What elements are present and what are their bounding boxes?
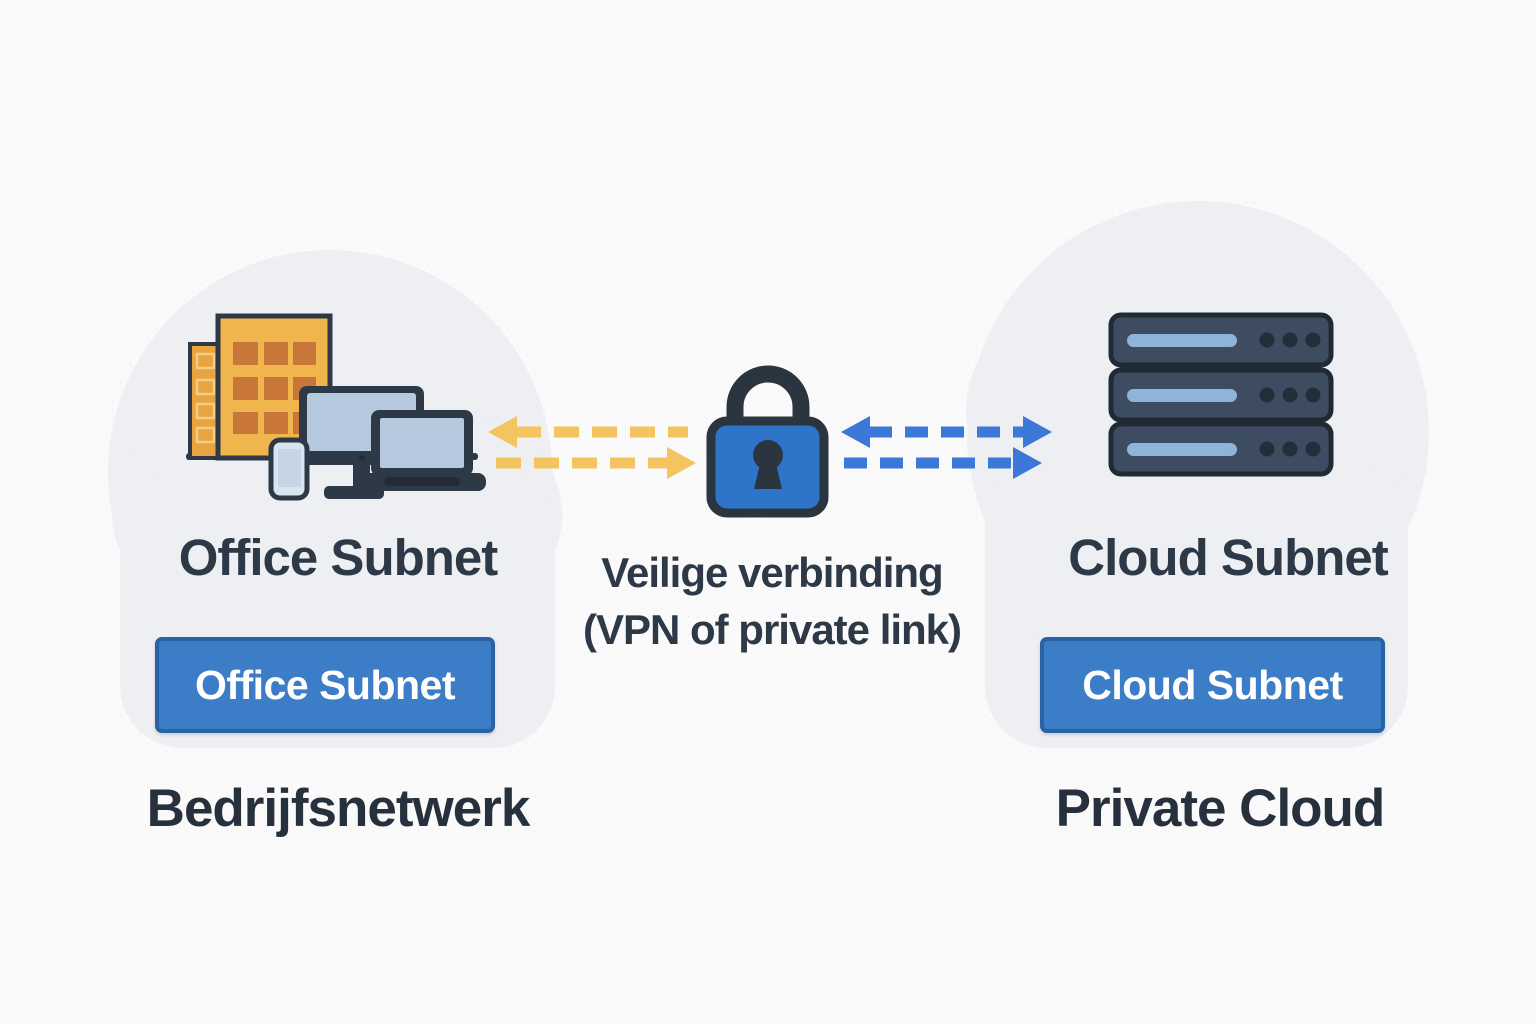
laptop-icon <box>358 410 486 491</box>
smartphone-icon <box>268 437 310 501</box>
cloud-subnet-box: Cloud Subnet <box>1040 637 1385 733</box>
office-to-vpn-arrows <box>488 416 696 479</box>
padlock-icon <box>706 365 829 518</box>
secure-connection-line1: Veilige verbinding <box>601 549 943 596</box>
office-subnet-box: Office Subnet <box>155 637 495 733</box>
office-subnet-heading: Office Subnet <box>178 529 499 586</box>
server-rack-icon <box>1108 312 1334 477</box>
office-network-caption: Bedrijfsnetwerk <box>146 779 531 838</box>
private-cloud-caption: Private Cloud <box>1055 779 1386 838</box>
vpn-to-cloud-arrows <box>841 416 1052 479</box>
secure-connection-line2: (VPN of private link) <box>582 606 962 653</box>
secure-connection-label: Veilige verbinding (VPN of private link) <box>572 544 972 658</box>
cloud-subnet-heading: Cloud Subnet <box>1068 529 1388 586</box>
